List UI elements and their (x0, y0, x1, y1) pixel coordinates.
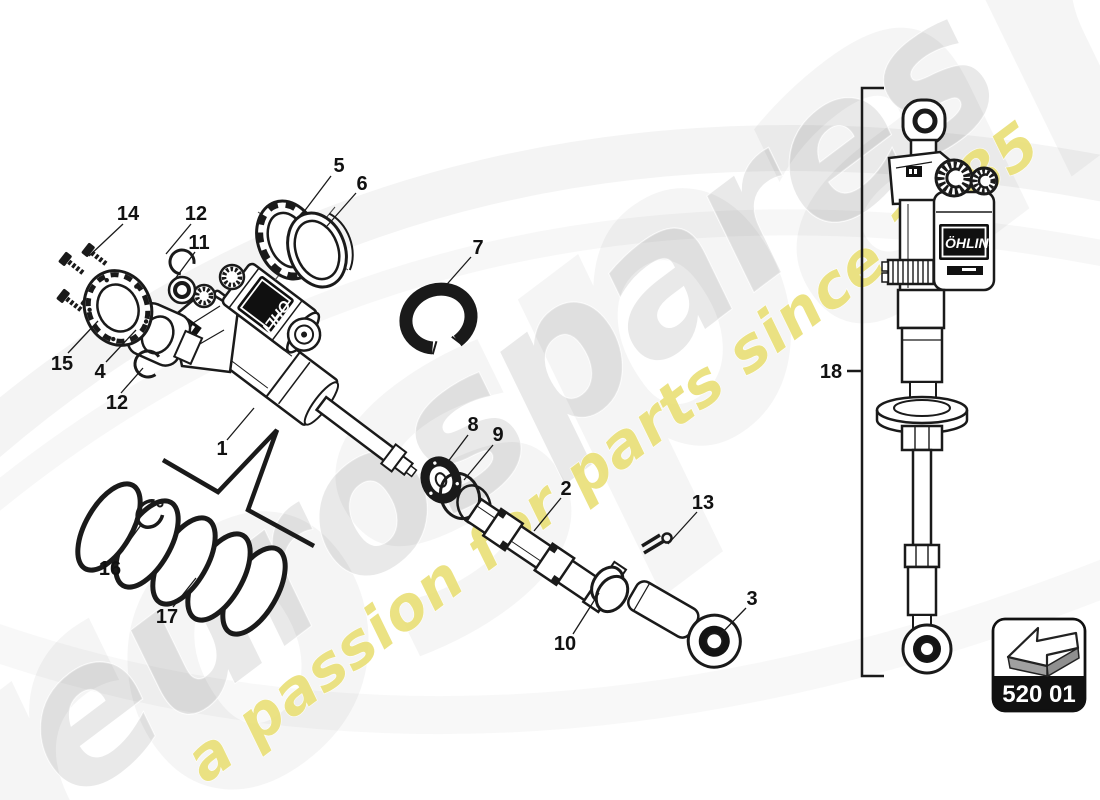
part-label-7: 7 (472, 237, 483, 259)
ohlins-logo-plate-assembled (939, 224, 989, 260)
part-label-5: 5 (333, 155, 344, 177)
part-label-12-bottom: 12 (106, 392, 128, 414)
flange-lock-ring (82, 269, 154, 347)
part-code-box: 520 01 (991, 617, 1087, 713)
assembly-bracket (847, 86, 884, 678)
part-label-15: 15 (51, 353, 73, 375)
part-label-8: 8 (467, 414, 478, 436)
adjuster-knob-large (934, 158, 974, 198)
part-label-4: 4 (94, 361, 106, 383)
part-label-11: 11 (188, 232, 209, 254)
part-label-6: 6 (356, 173, 367, 195)
clamp-ring (590, 560, 630, 614)
part-label-1: 1 (216, 438, 227, 460)
part-label-17: 17 (156, 606, 178, 628)
part-label-3: 3 (746, 588, 757, 610)
part-code-box-border (991, 617, 1087, 713)
part-label-2: 2 (560, 478, 571, 500)
part-label-14: 14 (117, 203, 140, 225)
assembly-arrow (161, 428, 316, 548)
adjuster-knob-small (969, 166, 999, 196)
top-mount-eyelet (126, 301, 204, 367)
part-label-13: 13 (692, 492, 714, 514)
leader-lines (67, 175, 747, 637)
part-label-16: 16 (99, 558, 121, 580)
part-label-12-top: 12 (185, 203, 207, 225)
coil-spring (75, 481, 288, 637)
threaded-collar (286, 211, 354, 289)
part-label-9: 9 (492, 424, 503, 446)
spherical-bearing (167, 275, 197, 305)
part-section-code: 520 01 (1002, 681, 1075, 708)
part-label-10: 10 (554, 633, 576, 655)
assembled-shock: ÖHLINS (875, 98, 999, 675)
part-label-18: 18 (820, 361, 842, 383)
retaining-c-ring (399, 282, 478, 355)
cotter-pin (641, 532, 673, 555)
spring-collar-nuts (255, 199, 354, 289)
ohlins-logo-plate (237, 276, 294, 333)
adjuster-caps (191, 263, 246, 309)
exploded-direction-arrow-icon (1006, 626, 1080, 678)
snap-ring-top (168, 248, 196, 276)
spring-circlip (135, 499, 165, 529)
ohlins-logo-assembled: ÖHLINS (945, 235, 999, 251)
snap-ring-bottom (133, 349, 163, 379)
reservoir-canister: ÖHLINS (221, 262, 322, 354)
